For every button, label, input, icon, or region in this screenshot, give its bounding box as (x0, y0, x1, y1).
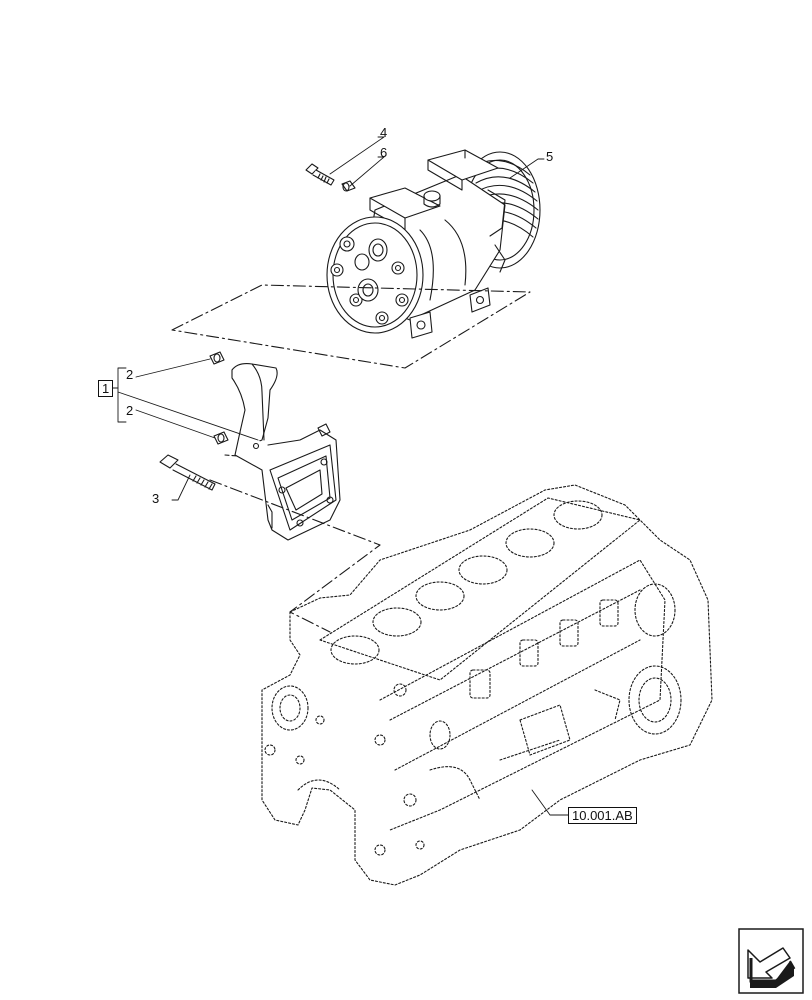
bolt-part-3 (159, 454, 216, 491)
bushing-part-2-upper (209, 351, 225, 365)
callout-label-6: 6 (380, 145, 388, 160)
reference-label[interactable]: 10.001.AB (568, 807, 637, 824)
callout-label-2-upper: 2 (126, 367, 134, 382)
callout-label-5: 5 (546, 149, 554, 164)
assembly-guide-lower (209, 479, 381, 633)
bracket-part (231, 363, 341, 541)
callout-label-1: 1 (98, 380, 114, 397)
engine-block-reference (261, 484, 713, 886)
leader-lines (111, 136, 569, 816)
compressor-part (326, 149, 541, 339)
assembly-guide-upper (171, 284, 531, 369)
callout-label-3: 3 (152, 491, 160, 506)
callout-label-2-lower: 2 (126, 403, 134, 418)
next-page-arrow-icon (738, 928, 804, 994)
next-page-button[interactable] (738, 928, 804, 994)
bolt-part-4 (305, 163, 335, 186)
bushing-part-6 (341, 180, 356, 192)
callout-label-4: 4 (380, 125, 388, 140)
bushing-part-2-lower (213, 431, 229, 445)
